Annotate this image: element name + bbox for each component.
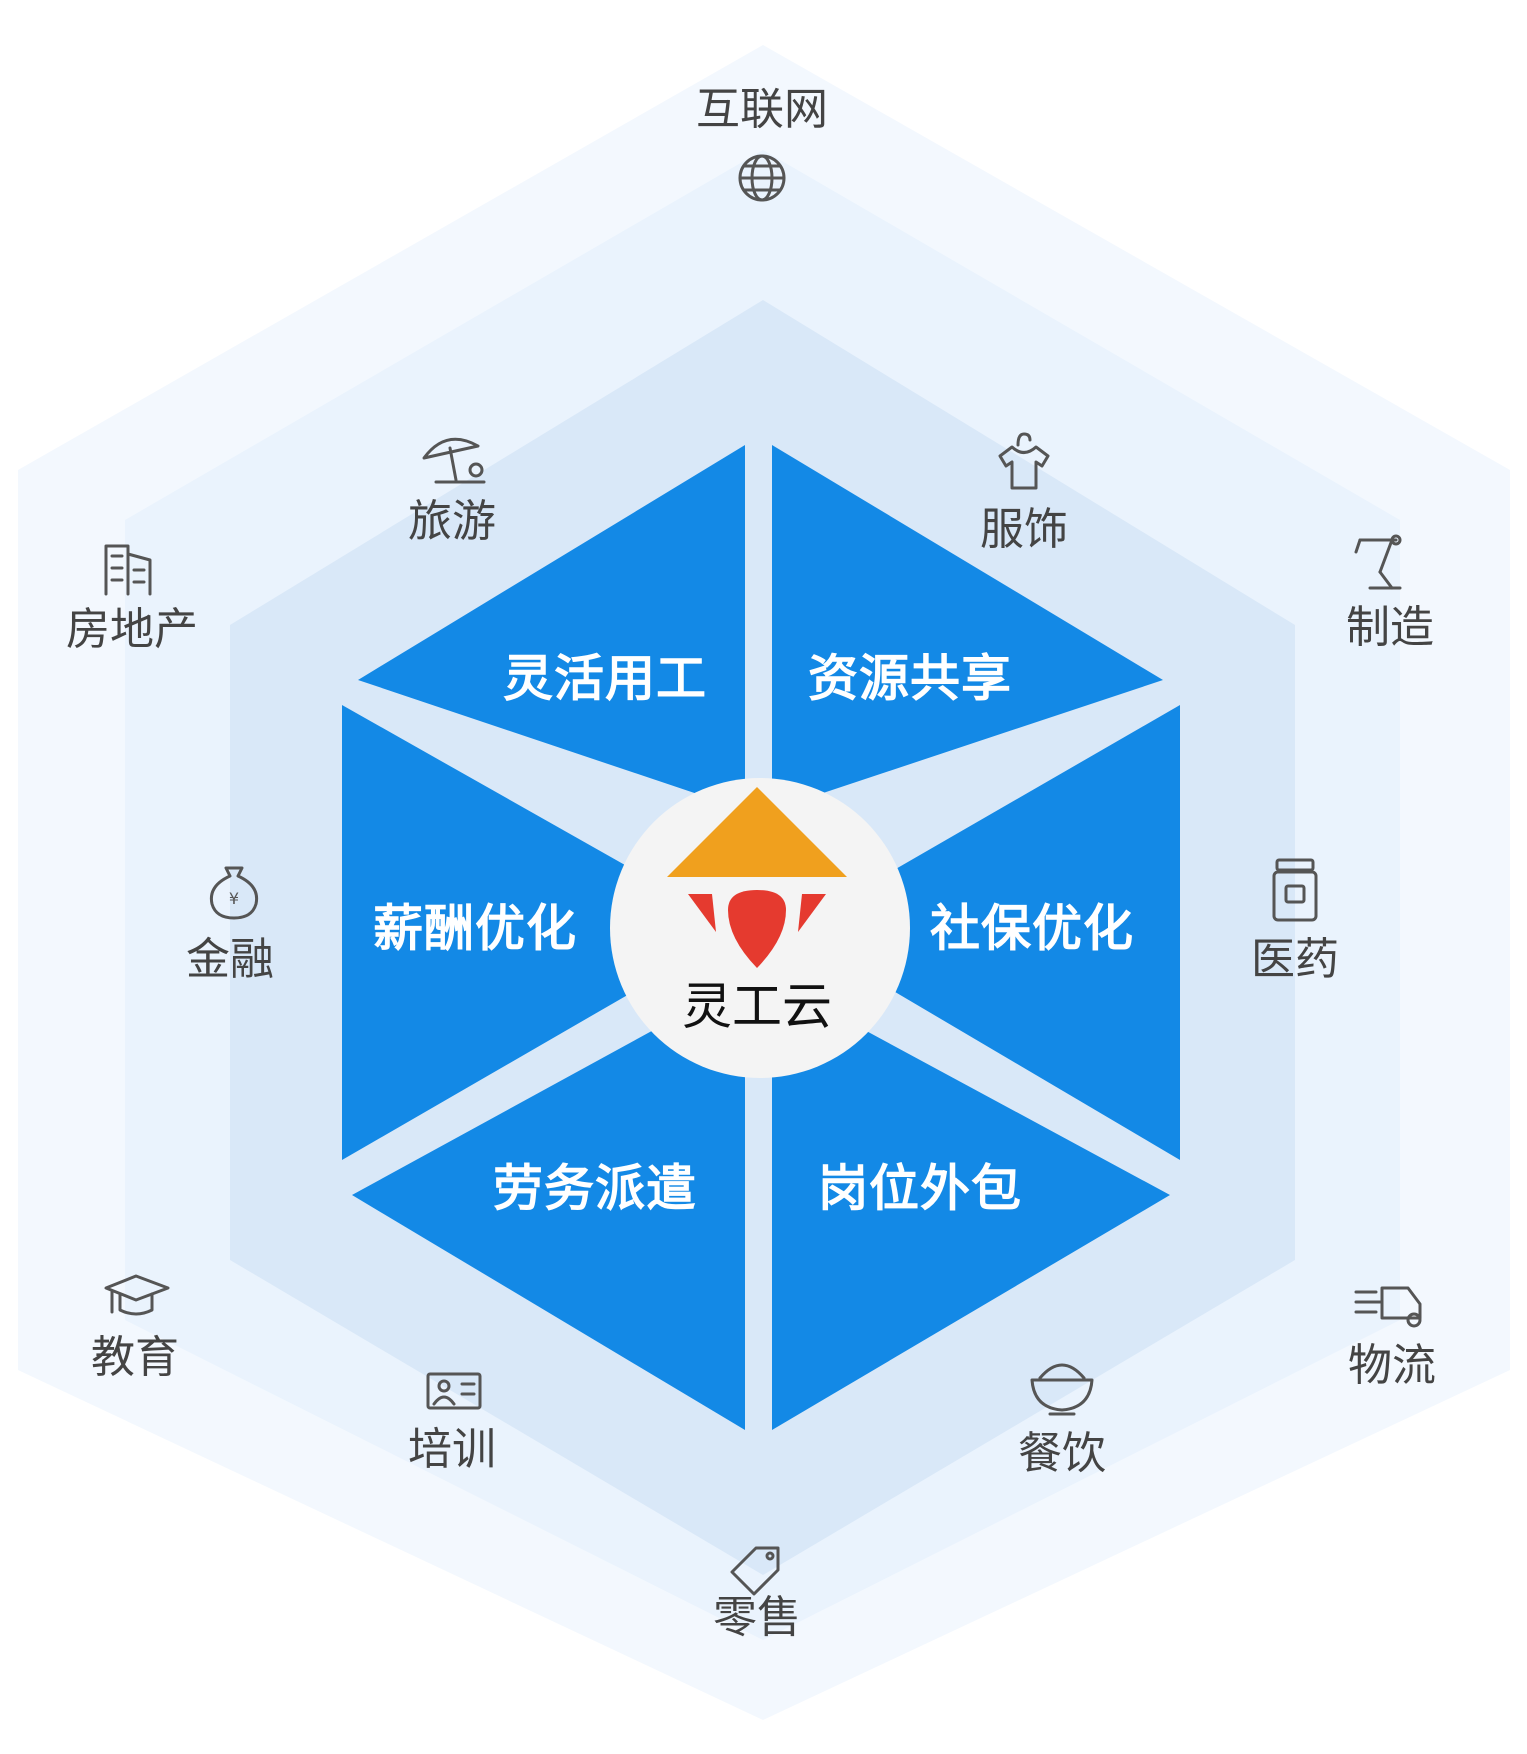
segment-label-left: 薪酬优化 bbox=[373, 900, 577, 958]
segment-label-bottom-right: 岗位外包 bbox=[818, 1160, 1022, 1218]
certificate-icon bbox=[426, 1372, 482, 1410]
segment-top-left[interactable] bbox=[358, 445, 745, 810]
industry-real-estate[interactable]: 房地产 bbox=[66, 544, 198, 655]
segment-bottom-left[interactable] bbox=[352, 980, 745, 1430]
industry-label: 金融 bbox=[186, 934, 274, 985]
industry-manufacturing[interactable]: 制造 bbox=[1346, 534, 1434, 653]
industry-finance[interactable]: ¥ 金融 bbox=[186, 866, 274, 985]
segment-label-top-left: 灵活用工 bbox=[503, 650, 707, 708]
industry-label: 旅游 bbox=[408, 496, 496, 547]
industry-label: 教育 bbox=[91, 1332, 179, 1383]
beach-umbrella-icon bbox=[422, 437, 486, 484]
industry-label: 互联网 bbox=[696, 84, 828, 135]
industry-education[interactable]: 教育 bbox=[91, 1274, 179, 1383]
industry-label: 服饰 bbox=[980, 504, 1068, 555]
industry-label: 培训 bbox=[408, 1424, 496, 1475]
industry-label: 餐饮 bbox=[1018, 1428, 1106, 1479]
clothing-icon bbox=[998, 432, 1050, 490]
industry-label: 物流 bbox=[1348, 1340, 1436, 1391]
segment-label-top-right: 资源共享 bbox=[808, 650, 1012, 708]
price-tag-icon bbox=[730, 1546, 780, 1596]
robot-arm-icon bbox=[1354, 534, 1402, 590]
svg-text:¥: ¥ bbox=[229, 889, 239, 908]
globe-icon bbox=[738, 154, 786, 202]
graduation-cap-icon bbox=[104, 1274, 170, 1316]
industry-retail[interactable]: 零售 bbox=[713, 1546, 801, 1643]
medicine-bottle-icon bbox=[1272, 858, 1318, 922]
money-bag-icon: ¥ bbox=[209, 866, 259, 920]
building-icon bbox=[104, 544, 152, 596]
segment-top-right[interactable] bbox=[772, 445, 1163, 810]
industry-medicine[interactable]: 医药 bbox=[1251, 858, 1339, 985]
segment-left[interactable] bbox=[342, 705, 740, 1160]
center-label: 灵工云 bbox=[682, 978, 832, 1036]
industry-training[interactable]: 培训 bbox=[408, 1372, 496, 1475]
industry-label: 制造 bbox=[1346, 602, 1434, 653]
industry-catering[interactable]: 餐饮 bbox=[1018, 1363, 1106, 1479]
industry-logistics[interactable]: 物流 bbox=[1348, 1286, 1436, 1391]
hat-logo-icon bbox=[667, 787, 847, 968]
segment-bottom-right[interactable] bbox=[772, 980, 1170, 1430]
segment-label-bottom-left: 劳务派遣 bbox=[493, 1160, 697, 1218]
industry-label: 零售 bbox=[713, 1592, 801, 1643]
truck-icon bbox=[1354, 1286, 1422, 1328]
industry-label: 医药 bbox=[1251, 934, 1339, 985]
segment-label-right: 社保优化 bbox=[930, 900, 1134, 958]
industry-clothing[interactable]: 服饰 bbox=[980, 432, 1068, 555]
industry-label: 房地产 bbox=[66, 604, 198, 655]
segment-right[interactable] bbox=[790, 705, 1180, 1160]
industry-travel[interactable]: 旅游 bbox=[408, 437, 496, 547]
industry-internet[interactable]: 互联网 bbox=[696, 84, 828, 202]
bowl-icon bbox=[1030, 1363, 1094, 1416]
